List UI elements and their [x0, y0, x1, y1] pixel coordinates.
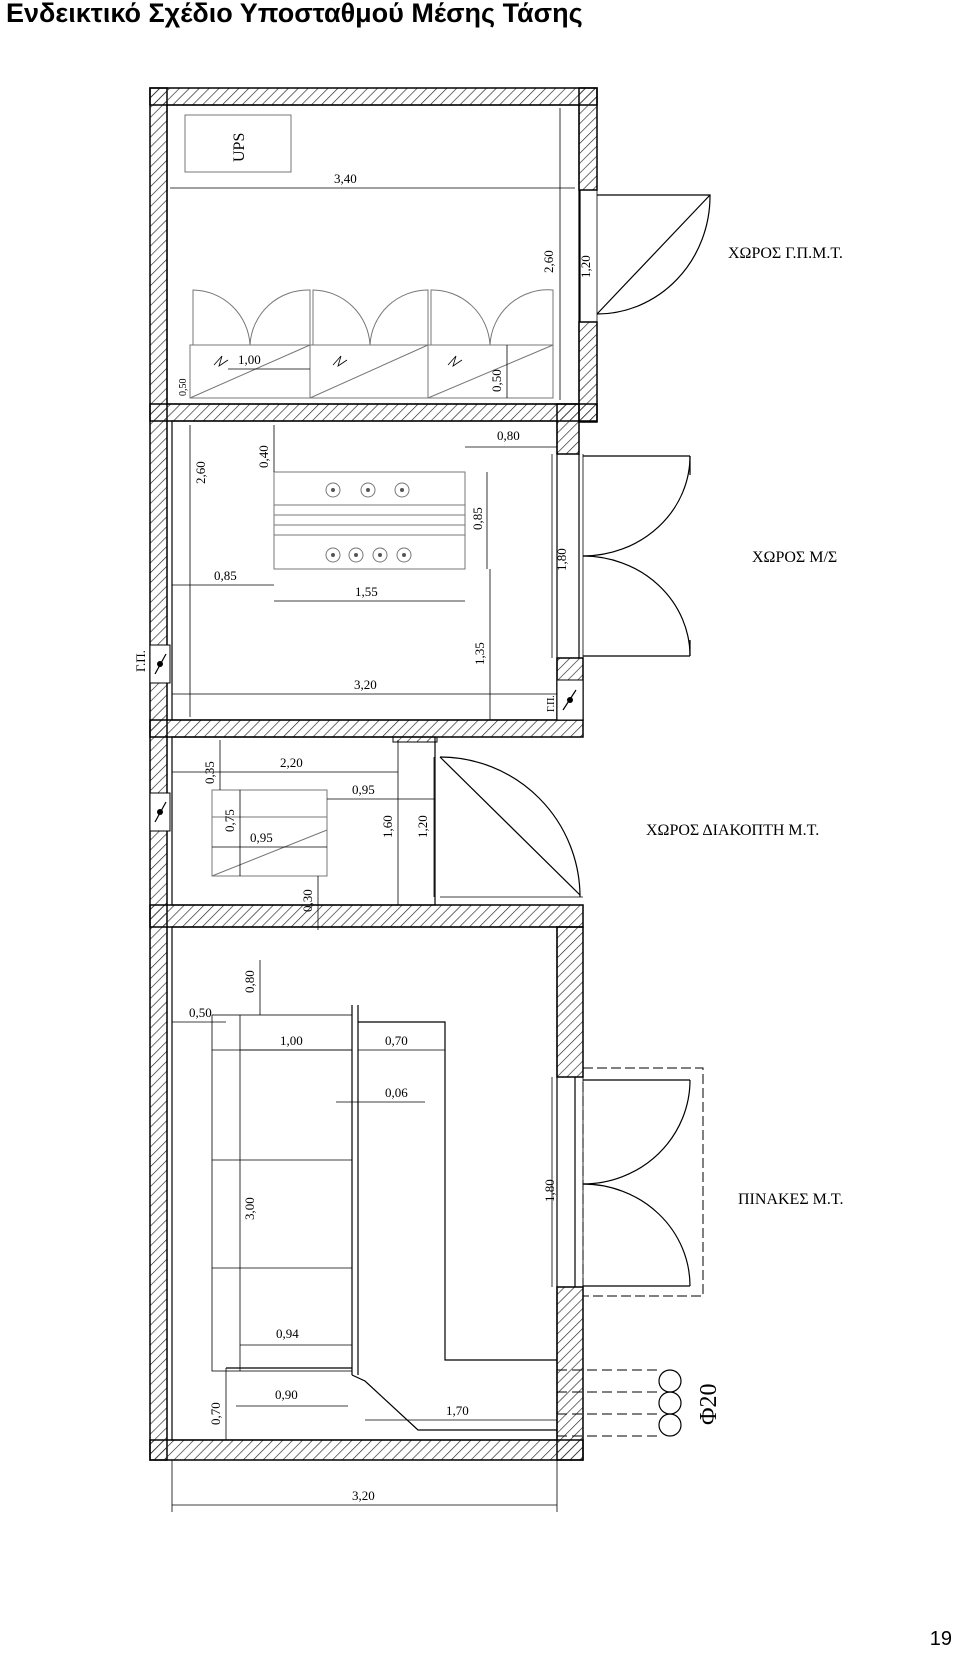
dim-text: 2,60: [193, 461, 208, 484]
dim-text: 3,20: [352, 1488, 375, 1503]
dim-text: 1,70: [446, 1403, 469, 1418]
dim-text: 3,20: [354, 677, 377, 692]
dim-text: 0,70: [208, 1402, 223, 1425]
door-room3: [439, 756, 583, 898]
dim-text: 0,80: [242, 970, 257, 993]
dim-text: 0,50: [489, 369, 504, 392]
dim-text: 1,80: [554, 548, 569, 571]
dim-text: 1,55: [355, 584, 378, 599]
dim-text: 0,50: [178, 379, 189, 397]
transformer: [273, 471, 466, 570]
page-title: Ενδεικτικό Σχέδιο Υποσταθμού Μέσης Τάσης: [6, 0, 583, 28]
dim-text: 1,60: [380, 815, 395, 838]
dim-text: 0,30: [300, 889, 315, 912]
dim-text: 0,06: [385, 1085, 408, 1100]
room-label-panels: ΠΙΝΑΚΕΣ Μ.Τ.: [738, 1191, 843, 1208]
dim-text: 0,95: [352, 782, 375, 797]
walls: [149, 87, 598, 1461]
dim-text: 0,50: [189, 1005, 212, 1020]
room-label-ms: ΧΩΡΟΣ Μ/Σ: [752, 549, 837, 566]
switch-label: Γ.Π.: [133, 650, 148, 672]
room-label-switch: ΧΩΡΟΣ ΔΙΑΚΟΠΤΗ Μ.Τ.: [646, 822, 819, 839]
dim-text: 1,20: [415, 815, 430, 838]
door-room2: [578, 454, 691, 658]
dim-text: 0,95: [250, 830, 273, 845]
dim-text: 1,20: [578, 255, 593, 278]
dim-text: 1,00: [238, 352, 261, 367]
light-switch-icon: [154, 653, 577, 823]
dim-text: 1,00: [280, 1033, 303, 1048]
dim-text: 3,00: [242, 1197, 257, 1220]
cable-label: Φ20: [696, 1383, 722, 1425]
switchgear-unit: [211, 789, 328, 877]
dim-text: 2,60: [541, 250, 556, 273]
dim-text: 0,94: [276, 1326, 299, 1341]
dim-text: 0,80: [497, 428, 520, 443]
dim-text: 0,90: [275, 1387, 298, 1402]
dim-text: 0,70: [385, 1033, 408, 1048]
cable-conduits: [557, 1369, 682, 1437]
dim-text: 0,35: [202, 761, 217, 784]
ups-unit: [184, 114, 292, 173]
dim-text: 1,35: [472, 642, 487, 665]
dim-text: 0,40: [256, 445, 271, 468]
mv-panels: [211, 1005, 557, 1431]
dim-text: 3,40: [334, 171, 357, 186]
dim-text: 0,75: [222, 809, 237, 832]
ups-label: UPS: [231, 133, 248, 162]
dim-text: 0,85: [470, 507, 485, 530]
dim-text: 2,20: [280, 755, 303, 770]
door-room1: [579, 190, 711, 322]
room-label-gpmt: ΧΩΡΟΣ Γ.Π.Μ.Τ.: [728, 245, 843, 262]
dim-text: 1,80: [542, 1179, 557, 1202]
door-room4: [574, 1067, 704, 1297]
switch-label: Γ.Π.: [546, 695, 557, 712]
mv-cells: [189, 289, 554, 399]
dim-text: 0,85: [214, 568, 237, 583]
page-number: 19: [929, 1628, 952, 1650]
